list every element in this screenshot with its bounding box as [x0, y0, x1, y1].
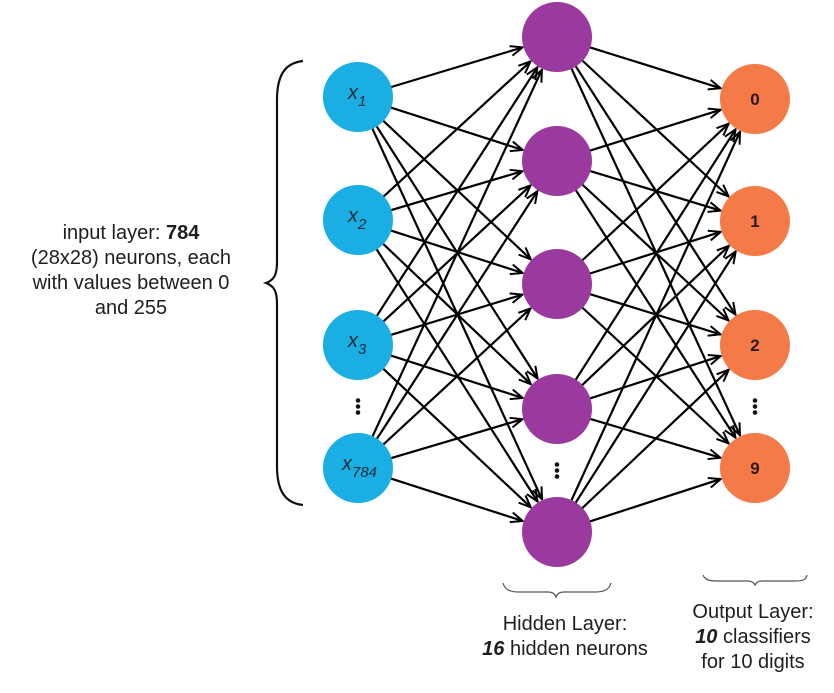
input-label-line2: (28x28) neurons, each — [30, 247, 232, 269]
edge-input-3-to-hidden-4 — [389, 477, 522, 521]
hidden-label-line1: Hidden Layer: — [502, 613, 628, 635]
edge-input-1-to-hidden-2 — [389, 229, 522, 273]
output-label-line3: for 10 digits — [701, 651, 805, 673]
edge-hidden-2-to-output-3 — [580, 305, 728, 444]
hidden-count: 16 — [482, 638, 505, 660]
edge-input-0-to-hidden-2 — [381, 118, 531, 260]
output-label-line1: Output Layer: — [692, 601, 814, 623]
input-neuron-label: x1 — [347, 82, 366, 110]
edge-input-3-to-hidden-0 — [370, 70, 542, 439]
input-neuron-label: x3 — [347, 330, 367, 358]
edge-hidden-4-to-output-3 — [588, 479, 720, 523]
output-ellipsis-icon — [752, 398, 758, 415]
input-ellipsis-icon — [355, 398, 361, 415]
input-label-prefix: input layer: — [62, 222, 166, 244]
hidden-neuron — [522, 374, 592, 444]
edge-hidden-4-to-output-1 — [573, 251, 736, 505]
edge-hidden-3-to-output-3 — [588, 417, 721, 457]
edge-input-1-to-hidden-3 — [381, 241, 531, 385]
output-layer-brace — [702, 574, 808, 587]
edge-hidden-0-to-output-0 — [588, 45, 721, 88]
edge-input-1-to-hidden-1 — [389, 171, 523, 212]
input-layer-brace — [262, 59, 304, 507]
input-neuron-label: x784 — [341, 453, 377, 481]
output-neuron-label: 0 — [750, 90, 759, 109]
output-count: 10 — [695, 626, 718, 648]
hidden-neuron — [522, 2, 592, 72]
input-label-line3: with values between 0 — [32, 272, 230, 294]
input-neuron — [323, 62, 393, 132]
neurons: x1 x2 x3 x784 0 1 2 9 — [323, 2, 790, 567]
edge-input-3-to-hidden-1 — [374, 191, 538, 441]
hidden-layer-brace — [502, 582, 612, 599]
input-count: 784 — [166, 222, 200, 244]
hidden-layer-label: Hidden Layer: 16 hidden neurons — [470, 612, 660, 662]
connections — [370, 45, 740, 523]
edge-input-2-to-hidden-0 — [374, 67, 538, 318]
hidden-neuron — [522, 497, 592, 567]
input-neuron-label: x2 — [347, 205, 367, 233]
edge-hidden-2-to-output-0 — [580, 124, 729, 263]
output-neuron-label: 2 — [750, 336, 759, 355]
input-label-line4: and 255 — [94, 297, 168, 319]
output-neuron-label: 9 — [750, 459, 759, 478]
edge-hidden-1-to-output-1 — [588, 169, 721, 211]
edge-hidden-3-to-output-0 — [573, 129, 736, 382]
hidden-label-rest: hidden neurons — [504, 638, 648, 660]
input-neuron — [323, 185, 393, 255]
edge-hidden-2-to-output-2 — [588, 292, 721, 335]
input-neuron — [323, 433, 393, 503]
output-neuron — [720, 186, 790, 256]
output-neuron — [720, 64, 790, 134]
ellipses — [355, 398, 758, 479]
edge-input-3-to-hidden-2 — [381, 308, 530, 447]
hidden-neuron — [522, 249, 592, 319]
edge-input-3-to-hidden-3 — [389, 419, 523, 460]
output-neuron — [720, 433, 790, 503]
edge-hidden-2-to-output-1 — [588, 232, 720, 276]
edge-hidden-4-to-output-0 — [569, 132, 740, 503]
input-neuron — [323, 310, 393, 380]
edge-input-1-to-hidden-4 — [374, 247, 538, 502]
output-layer-label: Output Layer: 10 classifiers for 10 digi… — [672, 600, 834, 675]
output-neuron — [720, 310, 790, 380]
output-label-rest: classifiers — [717, 626, 811, 648]
hidden-neuron — [522, 126, 592, 196]
edge-input-0-to-hidden-0 — [389, 47, 523, 89]
hidden-ellipsis-icon — [554, 462, 560, 479]
edge-hidden-4-to-output-2 — [580, 370, 729, 511]
edge-input-2-to-hidden-4 — [381, 366, 531, 508]
edge-input-1-to-hidden-0 — [381, 61, 530, 199]
edge-hidden-1-to-output-0 — [588, 110, 721, 153]
output-neuron-label: 1 — [750, 212, 759, 231]
edge-hidden-0-to-output-1 — [580, 58, 728, 197]
input-layer-label: input layer: 784 (28x28) neurons, each w… — [0, 221, 262, 321]
